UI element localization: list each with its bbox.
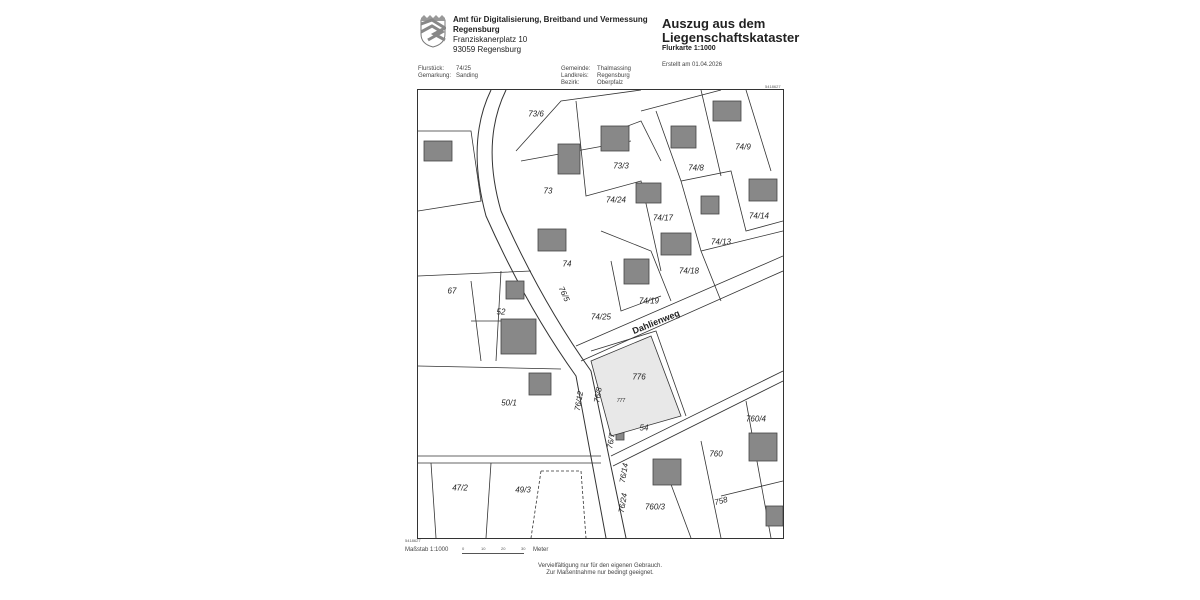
parcel-label: 74/24: [605, 195, 627, 205]
footer-note-2: Zur Maßentnahme nur bedingt geeignet.: [546, 570, 654, 576]
landkreis-value: Regensburg: [597, 73, 630, 79]
flurstueck-value: 74/25: [456, 66, 472, 72]
parcel-label: 74/8: [688, 163, 704, 173]
parcel-label: 777: [616, 398, 626, 404]
cadastral-map: Dahlienweg 73/6 73/3 74/9 73 74/24 74/17…: [417, 89, 784, 539]
parcel-label: 776: [632, 372, 646, 382]
parcel-label: 760: [709, 449, 723, 459]
parcel-label: 73/6: [528, 109, 544, 119]
office-zip-city: 93059 Regensburg: [453, 45, 522, 54]
landkreis-label: Landkreis:: [561, 73, 589, 79]
parcel-label: 760/4: [745, 414, 767, 424]
doc-title-2: Liegenschaftskataster: [662, 30, 800, 45]
bezirk-value: Oberpfalz: [597, 80, 624, 86]
parcel-label: 54: [639, 423, 649, 433]
flurstueck-label: Flurstück:: [418, 66, 445, 72]
parcel-label: 74/18: [678, 266, 700, 276]
doc-title-1: Auszug aus dem: [662, 16, 766, 31]
parcel-label: 52: [496, 307, 506, 317]
parcel-label: 74/19: [638, 296, 660, 306]
parcel-label: 74/25: [590, 312, 612, 322]
parcel-label: 50/1: [501, 398, 517, 408]
footer-note-1: Vervielfältigung nur für den eigenen Geb…: [537, 563, 663, 569]
scale-unit: Meter: [533, 547, 549, 553]
created-date: Erstellt am 01.04.2026: [662, 62, 723, 68]
office-street: Franziskanerplatz 10: [453, 35, 528, 44]
office-city: Regensburg: [453, 25, 500, 34]
coord-bottom: 5418627: [405, 538, 421, 543]
parcel-label: 74/9: [735, 142, 751, 152]
parcel-label: 67: [447, 286, 457, 296]
parcel-label: 73/3: [613, 161, 629, 171]
parcel-label: 74/17: [652, 213, 674, 223]
office-name: Amt für Digitalisierung, Breitband und V…: [453, 15, 648, 24]
gemarkung-value: Sanding: [456, 73, 479, 79]
scale-tick: 0: [462, 546, 465, 551]
parcel-label: 73: [543, 186, 553, 196]
parcel-label: 74/14: [748, 211, 770, 221]
gemeinde-value: Thalmassing: [597, 66, 632, 72]
bezirk-label: Bezirk:: [561, 80, 580, 86]
coord-top: 5418627: [765, 84, 781, 89]
gemarkung-label: Gemarkung:: [418, 73, 452, 79]
parcel-label: 47/2: [452, 483, 468, 493]
parcel-label: 74: [562, 259, 572, 269]
scale-tick: 10: [481, 546, 486, 551]
gemeinde-label: Gemeinde:: [561, 66, 591, 72]
parcel-label: 49/3: [515, 485, 531, 495]
doc-subtitle: Flurkarte 1:1000: [662, 45, 716, 52]
scale-tick: 30: [521, 546, 526, 551]
scale-tick: 20: [501, 546, 506, 551]
scale-bar: 0 10 20 30: [462, 546, 526, 554]
parcel-label: 760/3: [644, 502, 666, 512]
scale-label: Maßstab 1:1000: [405, 547, 449, 553]
coat-of-arms-logo: [420, 14, 448, 48]
parcel-label: 74/13: [710, 237, 732, 247]
